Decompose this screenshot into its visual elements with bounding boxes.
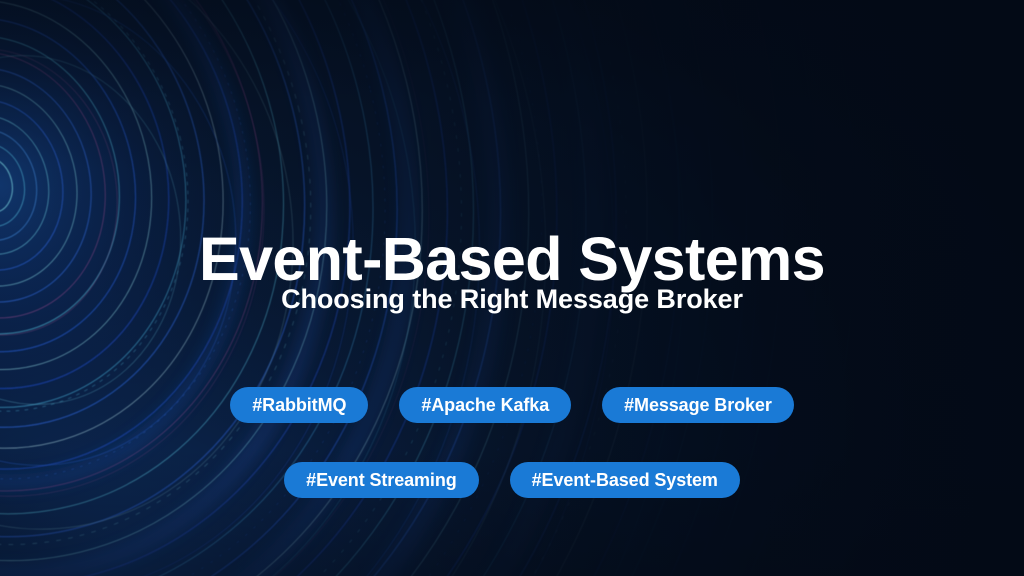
hashtag-row-1: #RabbitMQ #Apache Kafka #Message Broker [230,387,794,423]
slide-title: Event-Based Systems [198,224,826,293]
hashtag-pill[interactable]: #Apache Kafka [399,387,572,423]
hashtag-pill[interactable]: #RabbitMQ [230,387,369,423]
hashtag-pill[interactable]: #Event Streaming [284,462,479,498]
hashtag-pill[interactable]: #Message Broker [602,387,794,423]
hashtag-pill[interactable]: #Event-Based System [509,462,740,498]
hashtag-row-2: #Event Streaming #Event-Based System [284,462,740,498]
hashtag-groups: #RabbitMQ #Apache Kafka #Message Broker … [0,387,1024,498]
slide-subtitle: Choosing the Right Message Broker [281,284,743,315]
